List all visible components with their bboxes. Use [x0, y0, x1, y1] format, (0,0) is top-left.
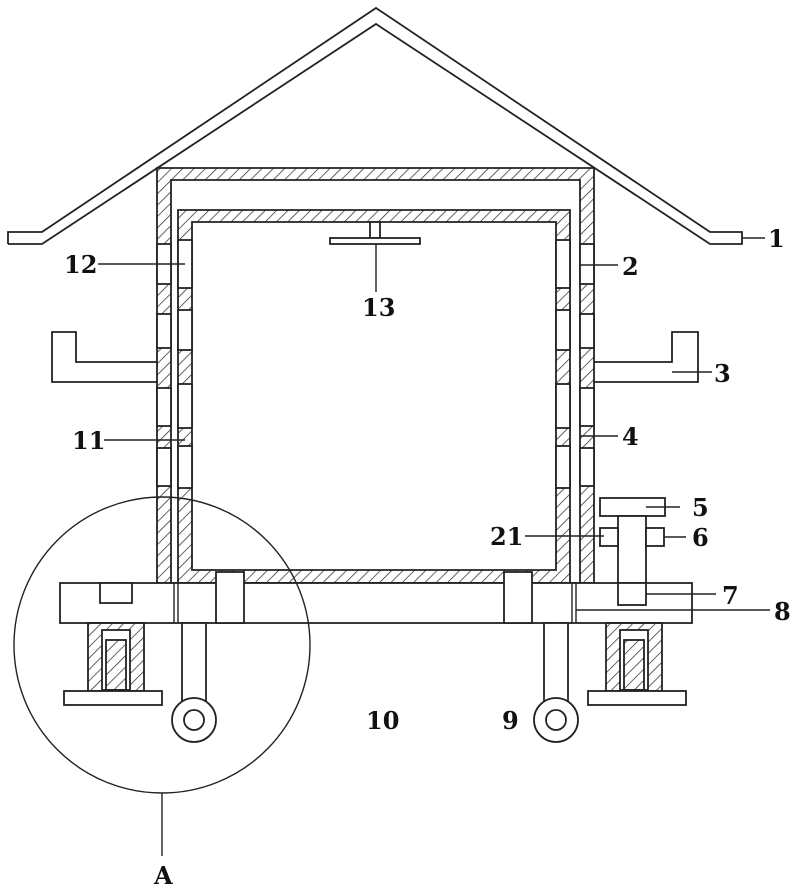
label-12: 12 [64, 250, 97, 279]
part-labels: 1 2 3 4 5 6 7 8 9 10 11 12 13 21 A [64, 224, 791, 890]
label-10: 10 [366, 706, 399, 735]
label-7: 7 [722, 581, 739, 610]
label-8: 8 [774, 597, 791, 626]
label-1: 1 [768, 224, 785, 253]
label-21: 21 [490, 522, 523, 551]
side-brackets [52, 332, 698, 382]
label-6: 6 [692, 523, 709, 552]
label-2: 2 [622, 252, 639, 281]
leader-lines [98, 238, 770, 610]
label-a: A [153, 861, 173, 890]
wheel-left [172, 623, 216, 742]
roof [8, 8, 742, 244]
label-3: 3 [714, 359, 731, 388]
label-11: 11 [72, 426, 105, 455]
wheel-right [534, 623, 578, 742]
label-5: 5 [692, 493, 709, 522]
label-9: 9 [502, 706, 519, 735]
support-foot-right [588, 623, 686, 705]
label-4: 4 [622, 422, 639, 451]
label-13: 13 [362, 293, 395, 322]
support-foot-left [64, 623, 162, 705]
top-fixture [330, 222, 420, 244]
